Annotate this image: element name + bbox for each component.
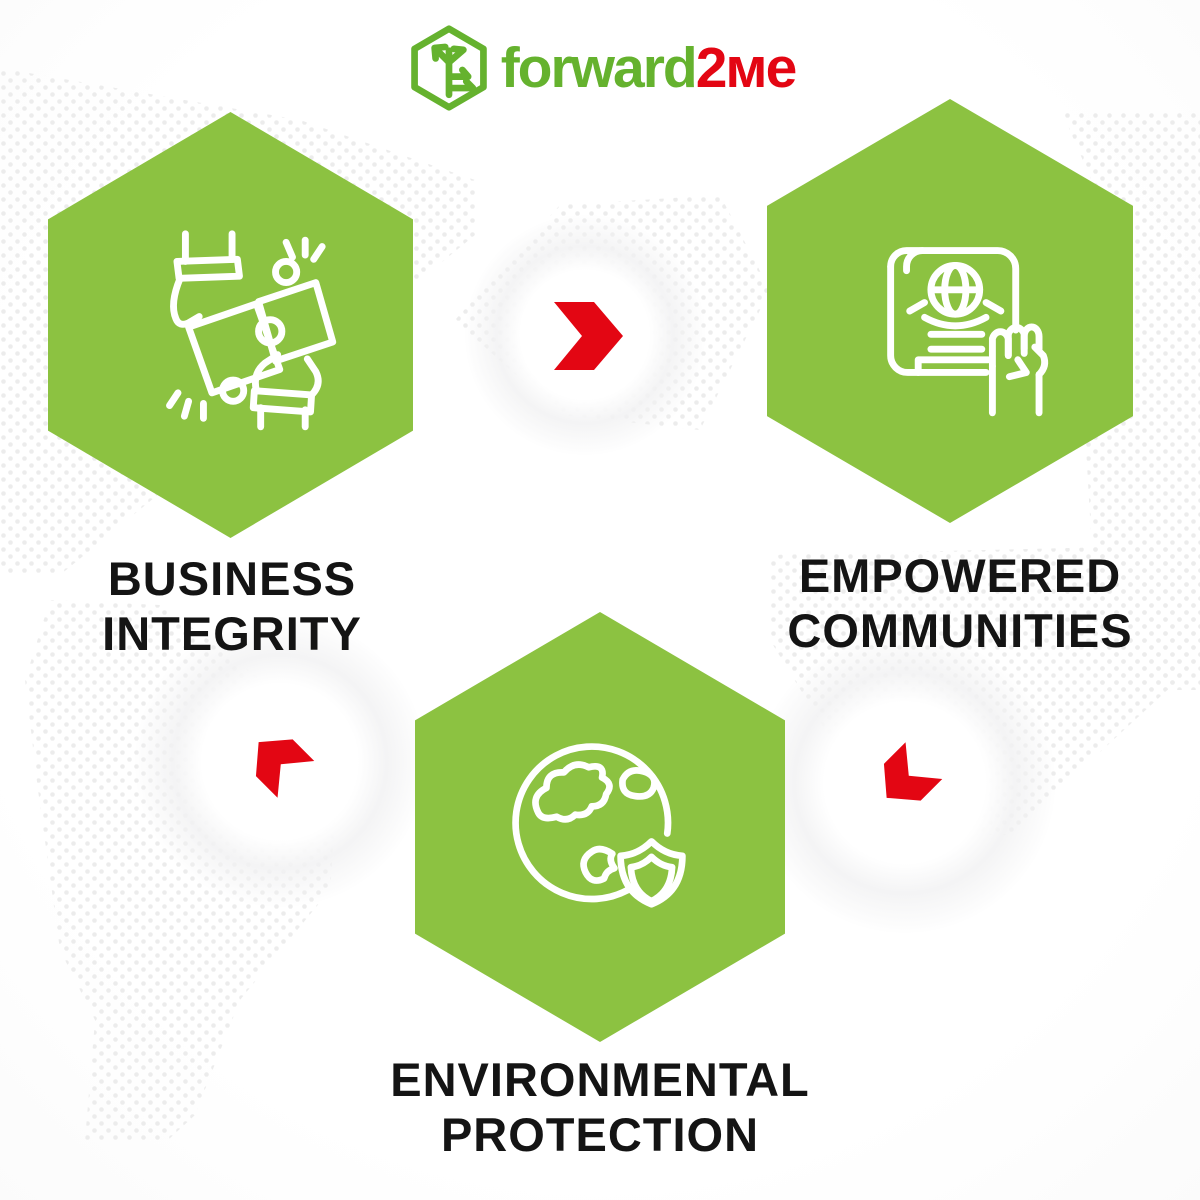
logo-wordmark: forward2ме [500, 26, 798, 110]
label-business-integrity: BUSINESS INTEGRITY [2, 551, 462, 662]
arrow-right-icon [554, 302, 623, 370]
label-empowered-communities: EMPOWERED COMMUNITIES [730, 548, 1190, 659]
label-environmental-protection: ENVIRONMENTAL PROTECTION [370, 1052, 830, 1163]
label-line2: INTEGRITY [102, 607, 362, 661]
logo-text-forward: forward [500, 36, 698, 100]
hexagon-tree-logo-icon [410, 25, 487, 111]
brand-logo: forward2ме [0, 24, 1200, 112]
label-line1: BUSINESS [107, 552, 357, 605]
label-line1: EMPOWERED [798, 549, 1122, 602]
hands-puzzle-icon [165, 230, 336, 431]
charter-globe-fist-icon [887, 247, 1049, 417]
label-line2: COMMUNITIES [787, 604, 1133, 658]
earth-shield-icon [512, 743, 686, 908]
label-line2: PROTECTION [440, 1108, 760, 1162]
arrow-down-left-icon [883, 742, 943, 801]
arrow-up-left-icon [255, 739, 315, 798]
label-line1: ENVIRONMENTAL [390, 1053, 810, 1106]
logo-text-2me: 2ме [695, 36, 798, 100]
